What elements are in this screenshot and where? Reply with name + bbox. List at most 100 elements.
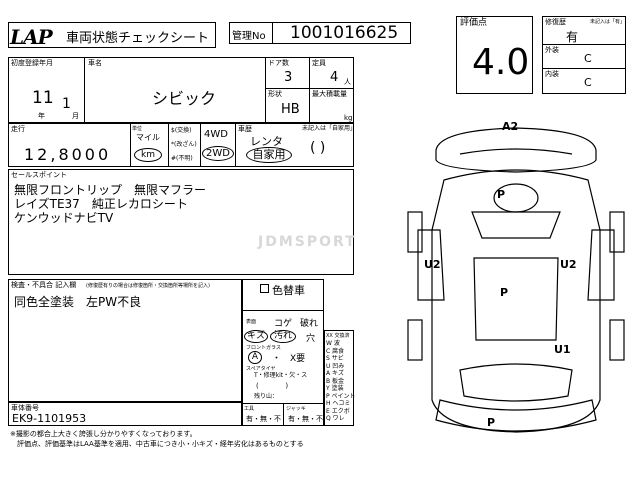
- history-value: 有: [566, 30, 579, 44]
- mileage-label: 走行: [11, 125, 25, 133]
- glass-x: X要: [290, 354, 306, 364]
- registration-label: 初度登録年月: [11, 59, 53, 67]
- wheel-rear-left: [407, 319, 423, 361]
- legend-item: B 板金: [326, 377, 345, 385]
- usage-note: 未記入は「自家用」: [302, 125, 357, 132]
- damage-p-front: P: [497, 188, 506, 201]
- kanri-box: [229, 22, 411, 44]
- car-body-outline: [431, 169, 601, 433]
- usage-rental: レンタ: [250, 135, 283, 148]
- inspection-line-1: 同色全塗装 左PW不良: [14, 295, 142, 309]
- interior-value: C: [584, 76, 592, 89]
- wheel-front-left: [407, 211, 423, 253]
- left-panel: [417, 229, 445, 301]
- tools-label: 工具: [244, 406, 255, 412]
- mileage-unit-km: km: [134, 148, 162, 162]
- damage-u2-left: U2: [424, 258, 441, 271]
- glass-label: フロントガラス: [246, 345, 281, 351]
- drive-2wd: 2WD: [202, 146, 234, 161]
- lap-logo: LAP: [10, 25, 53, 49]
- rear-bumper: [435, 399, 597, 432]
- inspection-sublabel: (修復歴有りの場合は修復箇所・交換箇所等場所を記入): [86, 283, 210, 289]
- car-diagram: [407, 127, 625, 433]
- car-top-outline: [435, 127, 597, 173]
- mileage-opt1: $(交換): [171, 127, 192, 134]
- footer-line-2: 評価点、評価基準はLAA基準を適用、中古車につき小・小キズ・経年劣化はあるものと…: [10, 440, 304, 448]
- capacity-unit: 人: [344, 78, 351, 86]
- mileage-value: 12,8000: [24, 145, 112, 164]
- glass-a: A: [248, 351, 262, 364]
- car-name-label: 車名: [88, 59, 102, 67]
- color-change-label: 色替車: [272, 284, 305, 297]
- mileage-unit-label: 単位: [132, 126, 143, 132]
- kanri-number: 1001016625: [290, 23, 399, 43]
- damage-a2: A2: [502, 120, 519, 133]
- remain-label: 残り山：: [254, 393, 279, 400]
- sales-line-1: 無限フロントリップ 無限マフラー: [14, 183, 207, 197]
- spare-paren: ( ): [256, 382, 289, 390]
- legend-item: C 腐食: [326, 347, 345, 355]
- exterior-label: 外装: [545, 46, 559, 54]
- registration-year: 11: [32, 88, 54, 108]
- spare-label: スペアタイヤ: [246, 366, 276, 372]
- mileage-opt3: #(不明): [171, 155, 193, 162]
- usage-label: 車歴: [238, 125, 252, 133]
- cond-yogore: 汚れ: [270, 330, 296, 343]
- chassis-box: [8, 402, 242, 426]
- wheel-rear-right: [609, 319, 625, 361]
- cond-koge: コゲ: [274, 319, 293, 329]
- damage-p-roof: P: [500, 286, 509, 299]
- sheet-title: 車両状態チェックシート: [66, 31, 210, 46]
- interior-label: 内装: [545, 70, 559, 78]
- sheet-label: 表面: [246, 319, 257, 325]
- history-label: 修復歴: [545, 18, 566, 26]
- damage-p-rear: P: [487, 416, 496, 429]
- legend-box: [324, 330, 354, 426]
- kanri-label: 管理No: [232, 31, 266, 42]
- legend-item: Y 塗装: [326, 385, 344, 392]
- registration-month: 1: [62, 96, 71, 112]
- usage-private: 自家用: [246, 147, 292, 163]
- registration-year-unit: 年: [38, 112, 45, 120]
- footer-line-1: ※撮影の都合上大きく誇張し分かりやすくなっております。: [10, 430, 197, 438]
- right-panel: [587, 229, 615, 301]
- sales-line-3: ケンウッドナビTV: [14, 211, 114, 225]
- legend-item: Q ワレ: [326, 415, 345, 422]
- sales-box: [8, 169, 354, 275]
- glass-dot: ・: [272, 354, 282, 364]
- history-note: 未記入は「有」: [590, 19, 626, 25]
- header-title-box: [8, 22, 216, 48]
- legend-item: W 波: [326, 340, 340, 347]
- grade-label: 評価点: [460, 18, 488, 28]
- shape-label: 形状: [268, 90, 282, 98]
- chassis-label: 車体番号: [11, 404, 39, 412]
- registration-month-unit: 月: [72, 112, 79, 120]
- inspection-box: [8, 279, 242, 402]
- wheel-front-right: [609, 211, 625, 253]
- drive-4wd: 4WD: [204, 129, 228, 140]
- legend-item: U 凹み: [326, 362, 345, 370]
- tools-value: 有・無・不: [246, 415, 281, 423]
- car-name: シビック: [152, 89, 217, 108]
- doors-value: 3: [284, 70, 293, 85]
- exterior-value: C: [584, 52, 592, 65]
- chassis-value: EK9-1101953: [12, 412, 87, 425]
- legend-item: H ヘコミ: [326, 400, 351, 407]
- diagram-watermark: JDMSPORT: [258, 234, 357, 250]
- cond-ana: 穴: [306, 334, 316, 344]
- damage-u1: U1: [554, 343, 571, 356]
- grade-value: 4.0: [472, 42, 530, 83]
- legend-item: P ペイント: [326, 392, 356, 400]
- sales-line-2: レイズTE37 純正レカロシート: [14, 197, 188, 211]
- mileage-opt2: *(改ざん): [171, 141, 197, 148]
- capacity-label: 定員: [312, 59, 326, 67]
- legend-item: A キズ: [326, 370, 345, 377]
- legend-item: E エクボ: [326, 407, 350, 415]
- capacity-value: 4: [330, 70, 339, 85]
- spare-value: T・修理kit・欠・ス: [254, 372, 308, 379]
- cond-yabure: 破れ: [300, 319, 319, 329]
- history-box: [542, 16, 626, 94]
- max-load-unit: kg: [344, 114, 353, 122]
- cond-kizu: キズ: [244, 330, 268, 343]
- color-change-checkbox: [260, 284, 269, 293]
